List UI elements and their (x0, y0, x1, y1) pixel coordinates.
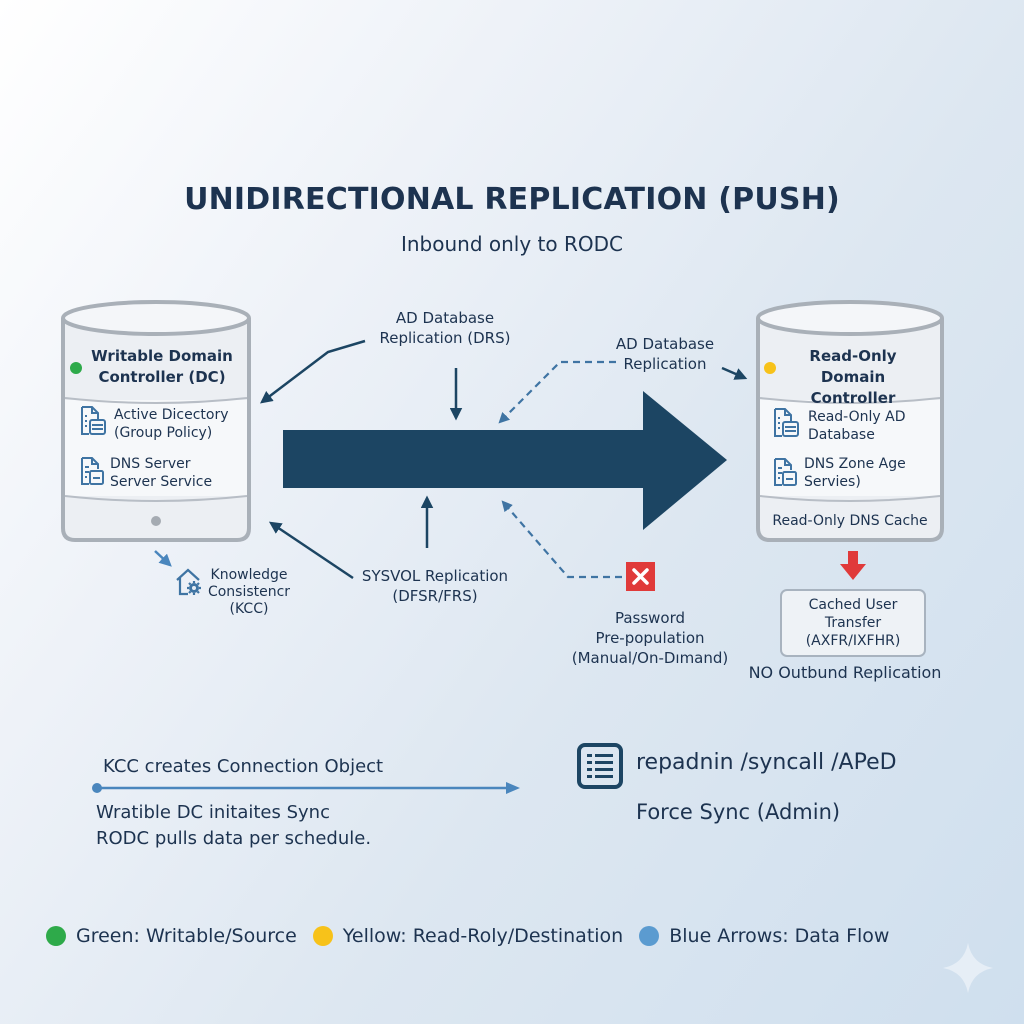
legend-entry-yellow: Yellow: Read-Roly/Destination (312, 925, 623, 947)
label-ad-drs: AD Database Replication (DRS) (379, 309, 511, 347)
legend: Green: Writable/Source Yellow: Read-Roly… (46, 925, 905, 947)
blocked-x-icon (626, 562, 655, 591)
writable-dc-cylinder[interactable] (61, 300, 251, 542)
rodc-title: Read-Only Domain Controller (809, 347, 897, 407)
blue-dot-icon (639, 926, 660, 946)
no-outbound-label: NO Outbund Replication (748, 663, 942, 682)
document-list-icon (81, 406, 106, 435)
legend-entry-blue: Blue Arrows: Data Flow (639, 925, 889, 947)
timeline-top-label: KCC creates Connection Object (103, 756, 384, 777)
password-dashed-arrow (501, 500, 622, 579)
label-kcc: Knowledge Consistencr (KCC) (207, 567, 291, 617)
command-text[interactable]: repadnin /syncall /APeD (636, 750, 897, 775)
main-replication-arrow (283, 391, 727, 530)
rodc-status-dot (764, 362, 776, 374)
writable-dc-title: Writable Domain Controller (DC) (91, 347, 233, 386)
kcc-arrow (154, 550, 172, 567)
rodc-item-ad: Read-Only AD Database (808, 409, 906, 443)
timeline-connector (92, 782, 520, 794)
label-password: Password Pre-population (Manual/On-Dıman… (571, 609, 729, 667)
document-list-icon (774, 408, 799, 437)
document-server-icon (774, 458, 797, 486)
yellow-dot-icon (312, 926, 333, 946)
legend-entry-green: Green: Writable/Source (46, 925, 297, 947)
kcc-house-gear-icon (176, 568, 201, 596)
writable-status-dot (70, 362, 82, 374)
drs-arrow-to-dc (260, 339, 366, 404)
timeline-line2: RODC pulls data per schedule. (96, 828, 372, 849)
ad-repl-arrow-to-rodc (721, 366, 748, 380)
sparkle-icon (943, 943, 993, 993)
green-dot-icon (46, 926, 66, 946)
ad-repl-dashed-arrow (498, 360, 616, 424)
diagram-title: UNIDIRECTIONAL REPLICATION (PUSH) (184, 182, 840, 217)
label-sysvol: SYSVOL Replication (DFSR/FRS) (361, 567, 509, 605)
label-ad-repl: AD Database Replication (615, 335, 715, 373)
document-server-icon (81, 457, 104, 485)
sysvol-arrow-to-dc (268, 521, 354, 580)
diagram-subtitle: Inbound only to RODC (400, 232, 623, 256)
list-window-icon (577, 743, 623, 789)
rodc-dns-cache: Read-Only DNS Cache (772, 513, 928, 529)
red-down-arrow (840, 551, 866, 580)
rodc-item-dns: DNS Zone Age Servies) (804, 456, 906, 490)
command-caption: Force Sync (Admin) (636, 800, 841, 824)
writable-dc-item-dns: DNS Server Server Service (110, 456, 213, 490)
cached-user-transfer-box: Cached User Transfer (AXFR/IXFHR) (780, 589, 926, 657)
writable-dc-item-ad: Active Dicectory (Group Policy) (114, 407, 229, 441)
status-led (151, 516, 161, 526)
timeline-line1: Wratible DC initaites Sync (96, 802, 330, 823)
